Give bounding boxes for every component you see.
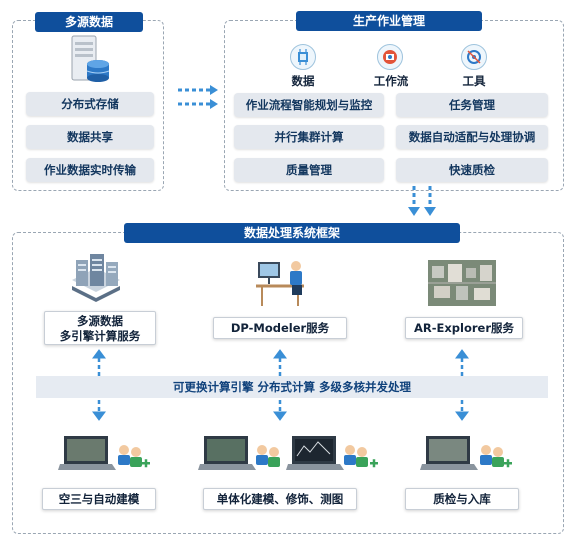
workflow-icon [377,44,403,70]
database-server-icon [71,35,110,82]
capability-band: 可更换计算引擎 分布式计算 多级多核并发处理 [36,376,548,398]
laptop-with-users-icon-qc [420,436,512,470]
tools-icon [461,44,487,70]
icon-label-data: 数据 [291,74,315,88]
service-ar-explorer: AR-Explorer服务 [405,317,523,339]
production-item-task-management: 任务管理 [396,93,548,117]
production-item-quality-management: 质量管理 [234,158,384,182]
laptops-with-users-icon [198,436,378,470]
source-item-data-sharing: 数据共享 [26,125,154,149]
production-item-quick-check: 快速质检 [396,158,548,182]
data-chip-icon [290,44,316,70]
output-qc-storage: 质检与入库 [405,488,519,510]
production-title: 生产作业管理 [296,11,482,31]
output-aerial-triangulation: 空三与自动建模 [42,488,156,510]
sources-title: 多源数据 [35,12,143,32]
service-band-arrows [92,349,469,421]
icon-label-tools: 工具 [462,74,486,88]
production-item-auto-adapt: 数据自动适配与处理协调 [396,125,548,149]
modeler-workstation-icon [256,261,304,306]
sources-to-production-arrows [178,85,218,109]
icon-label-workflow: 工作流 [373,74,409,88]
production-to-framework-arrows [408,186,436,216]
production-item-parallel-cluster: 并行集群计算 [234,125,384,149]
source-item-realtime-transfer: 作业数据实时传输 [26,158,154,182]
3d-city-model-icon [428,260,496,306]
output-monomer-modeling: 单体化建模、修饰、测图 [203,488,357,510]
service-dp-modeler: DP-Modeler服务 [213,317,347,339]
production-item-workflow-planning: 作业流程智能规划与监控 [234,93,384,117]
laptop-with-users-icon [58,436,150,470]
server-cluster-icon [72,254,120,302]
framework-title: 数据处理系统框架 [124,223,460,243]
source-item-distributed-storage: 分布式存储 [26,92,154,116]
service-multi-engine: 多源数据 多引擎计算服务 [44,311,156,345]
